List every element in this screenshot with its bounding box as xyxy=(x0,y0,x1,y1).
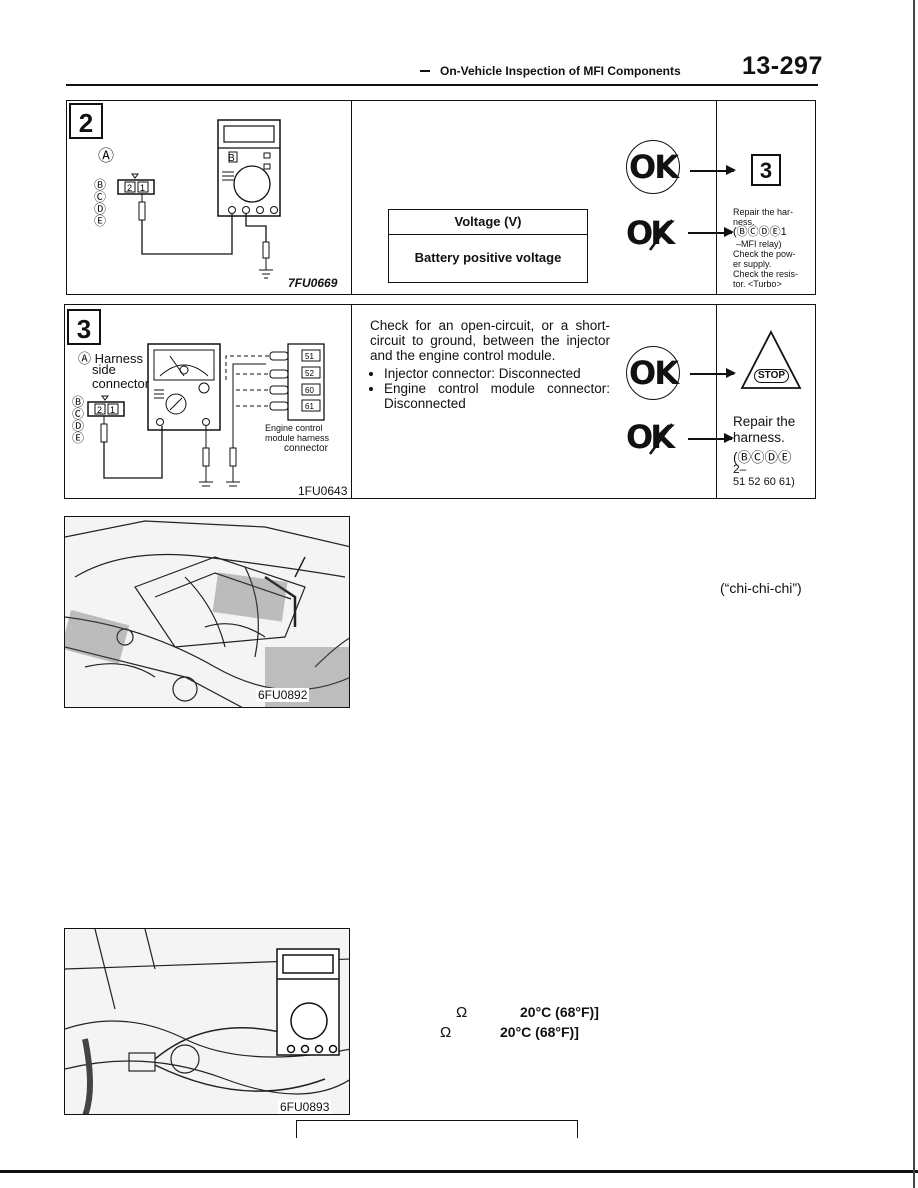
step3-label-a: Ⓐ Harness xyxy=(78,351,144,366)
step3-instructions: Check for an open-circuit, or a short-ci… xyxy=(370,318,610,411)
step2-next-step: 3 xyxy=(751,154,781,186)
step2-ok-mark: OK xyxy=(626,140,680,194)
svg-text:60: 60 xyxy=(305,386,314,395)
step3-ok-arrow xyxy=(690,369,736,377)
step3-label-connector: connector xyxy=(92,376,150,391)
step3-connector-letter-e: Ⓔ xyxy=(72,431,85,445)
step3-intro: Check for an open-circuit, or a short-ci… xyxy=(370,318,610,363)
photo2-figure-id: 6FU0893 xyxy=(278,1100,332,1114)
step3-connector-letter-d: Ⓓ xyxy=(72,419,85,433)
multimeter-dial xyxy=(233,165,271,203)
resistance-temp-1: 20°C (68°F)] xyxy=(520,1004,599,1020)
header-dash xyxy=(420,70,430,72)
bottom-empty-box xyxy=(296,1120,578,1138)
step3-result-panel xyxy=(716,304,816,499)
injector-connector xyxy=(117,179,155,195)
step2-figure-id: 7FU0669 xyxy=(288,276,338,290)
svg-text:1: 1 xyxy=(110,405,115,415)
svg-text:61: 61 xyxy=(305,402,314,411)
step3-connector-letter-c: Ⓒ xyxy=(72,407,85,421)
ecm-harness-connector xyxy=(287,343,325,421)
step3-nok-mark: OK xyxy=(626,418,675,456)
step3-injector-connector xyxy=(87,401,125,417)
step2-connector-letter-e: Ⓔ xyxy=(94,214,107,228)
stop-icon xyxy=(740,330,802,389)
step2-nok-mark: OK xyxy=(626,214,675,252)
module-label-line3: connector xyxy=(284,443,328,454)
svg-text:2: 2 xyxy=(127,183,132,193)
module-label-line2: module harness xyxy=(265,433,330,443)
step3-connector-letter-b: Ⓑ xyxy=(72,395,85,409)
multimeter-body xyxy=(217,119,281,217)
section-title: On-Vehicle Inspection of MFI Components xyxy=(440,64,681,78)
stop-label: STOP xyxy=(754,369,790,383)
sound-description: (“chi-chi-chi”) xyxy=(720,580,802,596)
step2-multimeter-diagram: B 2 1 xyxy=(117,119,281,279)
step2-label-a: Ⓐ xyxy=(98,148,115,165)
step2-voltage-table: Voltage (V) Battery positive voltage xyxy=(388,209,588,283)
page-number: 13-297 xyxy=(742,52,823,80)
ohmmeter-body xyxy=(147,343,221,431)
right-edge-line xyxy=(913,0,915,1188)
resistance-ohm-2: Ω xyxy=(440,1024,452,1041)
step3-number: 3 xyxy=(67,309,101,345)
step3-ohmmeter-diagram: 2 1 51 52 60 61 xyxy=(87,343,325,487)
step3-nok-arrow xyxy=(688,434,734,442)
multimeter-display xyxy=(223,125,275,143)
step3-bullet-2: Engine control module connector: Disconn… xyxy=(384,381,610,411)
step2-connector-letter-b: Ⓑ xyxy=(94,178,107,192)
step2-number: 2 xyxy=(69,103,103,139)
svg-text:51: 51 xyxy=(305,352,314,361)
step2-nok-arrow xyxy=(688,228,734,236)
photo2-multimeter xyxy=(276,948,340,1056)
voltage-table-header: Voltage (V) xyxy=(389,210,587,235)
step2-connector-letter-d: Ⓓ xyxy=(94,202,107,216)
step3-bullet-list: Injector connector: Disconnected Engine … xyxy=(370,366,610,411)
engine-photo-2 xyxy=(64,928,350,1115)
svg-text:1: 1 xyxy=(140,183,145,193)
step3-label-side: side xyxy=(92,362,116,377)
step3-ok-mark: OK xyxy=(626,346,680,400)
svg-text:B: B xyxy=(228,153,235,164)
voltage-table-value: Battery positive voltage xyxy=(414,250,562,265)
step2-connector-letter-c: Ⓒ xyxy=(94,190,107,204)
step2-figure-panel xyxy=(66,100,352,295)
step3-bullet-1: Injector connector: Disconnected xyxy=(384,366,610,381)
resistance-temp-2: 20°C (68°F)] xyxy=(500,1024,579,1040)
footer-rule xyxy=(0,1170,918,1173)
module-label-line1: Engine control xyxy=(265,423,323,433)
svg-text:2: 2 xyxy=(97,405,102,415)
photo1-figure-id: 6FU0892 xyxy=(256,688,310,702)
step3-figure-id: 1FU0643 xyxy=(298,484,348,498)
header-rule xyxy=(66,84,818,86)
step2-result-panel xyxy=(716,100,816,295)
engine-photo-1 xyxy=(64,516,350,708)
resistance-ohm-1: Ω xyxy=(456,1004,468,1021)
svg-text:52: 52 xyxy=(305,369,314,378)
step2-ok-arrow xyxy=(690,166,736,174)
step3-figure-panel xyxy=(64,304,352,499)
